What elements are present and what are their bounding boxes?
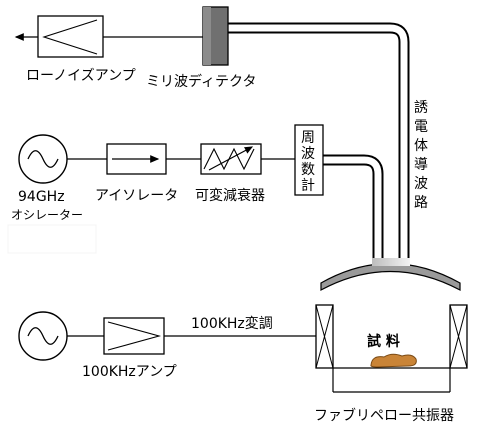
svg-text:導: 導 [414, 157, 428, 173]
attenuator-icon [200, 143, 262, 175]
sample-label: 試 料 [367, 333, 400, 350]
resonator-right-plate [449, 304, 468, 369]
low-noise-amp-label: ローノイズアンプ [26, 68, 136, 84]
frequency-counter: 周 波 数 計 [294, 124, 324, 196]
isolator-label: アイソレータ [95, 188, 178, 204]
low-noise-amp-icon [37, 15, 104, 58]
isolator-icon [106, 143, 167, 175]
label-highlight [7, 224, 97, 254]
frequency-counter-label-1: 周 [301, 130, 315, 146]
attenuator-label: 可変減衰器 [195, 187, 265, 204]
mm-wave-detector-label: ミリ波ディテクタ [146, 73, 256, 90]
mm-wave-detector-icon [202, 6, 229, 66]
curved-mirror [320, 263, 461, 292]
oscillator-freq-label: 94GHz [18, 189, 65, 205]
dielectric-waveguide-label: 誘 電 体 導 波 路 [414, 100, 428, 211]
oscillator-name-label: オシレーター [11, 208, 83, 222]
modulation-oscillator-icon [18, 311, 68, 361]
svg-text:体: 体 [414, 138, 428, 154]
amp-100k-label: 100KHzアンプ [82, 364, 177, 380]
frequency-counter-label-2: 波 [301, 146, 315, 162]
dielectric-waveguide [228, 22, 410, 262]
svg-text:波: 波 [414, 176, 428, 192]
resonator-label: ファブリペロー共振器 [314, 407, 454, 424]
svg-text:誘: 誘 [414, 100, 428, 116]
amp-100k-icon [103, 317, 165, 355]
counter-waveguide [323, 154, 384, 262]
frequency-counter-label-3: 数 [301, 162, 315, 178]
resonator-frame [332, 367, 451, 393]
svg-text:電: 電 [414, 119, 428, 135]
modulation-label: 100KHz変調 [191, 315, 273, 332]
oscillator-icon [18, 134, 68, 184]
sample-shape [370, 353, 417, 368]
svg-text:路: 路 [414, 195, 428, 211]
waveguide-end [372, 258, 410, 266]
frequency-counter-label-4: 計 [301, 178, 315, 194]
resonator-left-plate [315, 304, 334, 369]
